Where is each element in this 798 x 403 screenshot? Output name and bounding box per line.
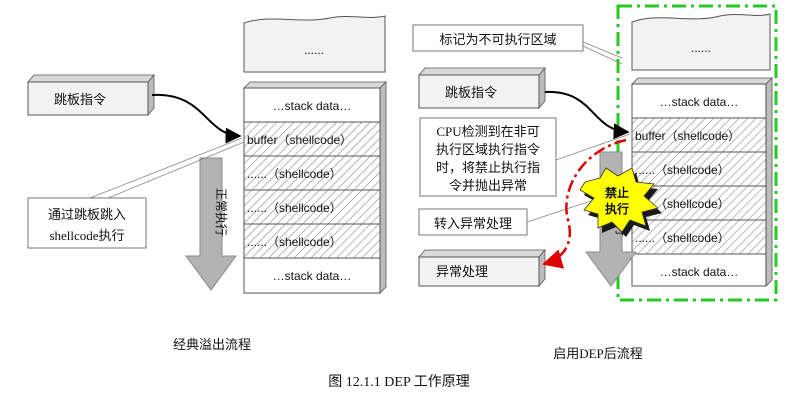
right-cpu-line3: 时，将禁止执行指 <box>436 160 540 175</box>
right-exception-label: 异常处理 <box>436 264 488 279</box>
left-stack-row-shellcode-1 <box>243 155 381 191</box>
right-stack-row-top-data <box>631 83 767 119</box>
right-exception-box: 异常处理 <box>418 248 546 288</box>
right-cpu-line2: 执行区域执行指令 <box>436 142 540 157</box>
left-jump-arrow <box>151 93 242 144</box>
right-exception-path <box>542 138 627 269</box>
left-normal-exec-label: 正常执行 <box>214 188 228 236</box>
right-panel: ...... …stack data… buffer（shellcode） ..… <box>412 4 778 361</box>
right-jump-arrow <box>544 90 630 140</box>
forbid-exec-burst: 禁止 执行 <box>579 167 662 237</box>
forbid-exec-line1: 禁止 <box>605 185 629 200</box>
right-subtitle: 启用DEP后流程 <box>553 346 643 361</box>
left-stack-label-4: ......（shellcode） <box>247 235 342 249</box>
right-trampoline-box: 跳板指令 <box>418 66 546 110</box>
right-mark-label: 标记为不可执行区域 <box>439 32 556 47</box>
left-stack-row-bottom-data <box>243 257 381 294</box>
right-cpu-note: CPU检测到在非可 执行区域执行指令 时，将禁止执行指 令并抛出异常 <box>419 117 631 197</box>
left-trampoline-box: 跳板指令 <box>27 73 155 117</box>
left-note-pointers <box>89 137 245 199</box>
right-stack-row-shellcode-1 <box>631 151 767 187</box>
right-stack-row-bottom-data <box>631 253 767 287</box>
right-stack: …stack data… buffer（shellcode） ......（sh… <box>631 77 773 287</box>
left-note-box: 通过跳板跳入 shellcode执行 <box>27 197 147 249</box>
right-stack-label-3: ......（shellcode） <box>635 197 730 211</box>
right-exception-jump-note: 转入异常处理 <box>418 197 601 236</box>
right-stack-top-dots: ...... <box>691 41 711 55</box>
left-trampoline-label: 跳板指令 <box>54 92 106 107</box>
left-stack-label-0: …stack data… <box>273 99 352 113</box>
left-stack-top-dots: ...... <box>304 43 324 57</box>
left-panel: ...... …stack data… buffer（shellcode） ..… <box>27 15 387 352</box>
right-trampoline-label: 跳板指令 <box>445 85 497 100</box>
left-stack: …stack data… buffer（shellcode） ......（sh… <box>243 81 387 294</box>
right-stack-row-shellcode-3 <box>631 219 767 255</box>
left-subtitle: 经典溢出流程 <box>173 337 251 352</box>
right-stack-label-4: ......（shellcode） <box>635 231 730 245</box>
left-stack-label-3: ......（shellcode） <box>247 201 342 215</box>
figure-caption: 图 12.1.1 DEP 工作原理 <box>328 374 469 390</box>
left-stack-label-5: …stack data… <box>273 269 352 283</box>
right-stack-top-block: ...... <box>631 13 771 71</box>
left-stack-label-2: ......（shellcode） <box>247 167 342 181</box>
left-normal-exec-arrow: 正常执行 <box>185 157 237 291</box>
left-stack-row-top-data <box>243 87 381 123</box>
right-cpu-line1: CPU检测到在非可 <box>436 124 539 139</box>
right-stack-label-1: buffer（shellcode） <box>635 129 740 143</box>
right-cpu-line4: 令并抛出异常 <box>449 178 527 193</box>
right-stack-label-2: ......（shellcode） <box>635 163 730 177</box>
right-mark-box: 标记为不可执行区域 <box>412 24 623 65</box>
left-note-line2: shellcode执行 <box>49 228 124 243</box>
left-stack-row-buffer <box>243 121 381 157</box>
right-exception-jump-label: 转入异常处理 <box>434 216 512 231</box>
right-stack-label-0: …stack data… <box>660 95 739 109</box>
left-stack-top-block: ...... <box>243 15 386 73</box>
left-note-line1: 通过跳板跳入 <box>48 207 126 222</box>
left-stack-label-1: buffer（shellcode） <box>247 133 352 147</box>
right-stack-label-5: …stack data… <box>660 265 739 279</box>
forbid-exec-line2: 执行 <box>605 201 629 216</box>
left-stack-row-shellcode-2 <box>243 189 381 225</box>
